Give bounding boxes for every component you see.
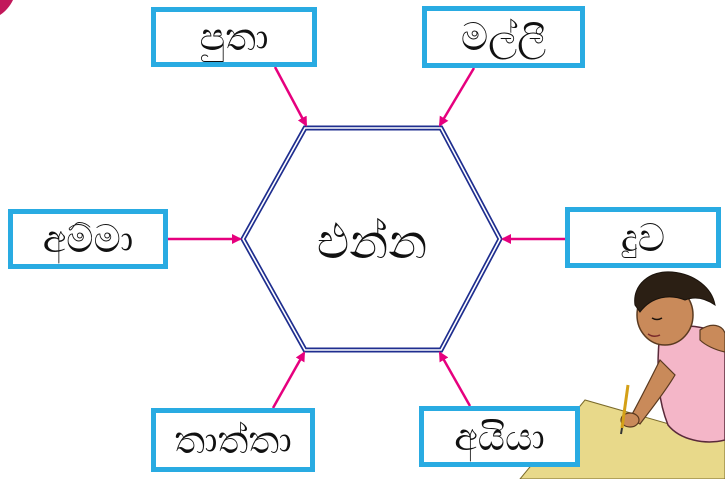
page-curl-decoration xyxy=(0,0,13,15)
word-label-thaththa: තාත්තා xyxy=(174,418,292,462)
word-label-putha: පුතා xyxy=(199,15,269,59)
word-box-duwa: දුව xyxy=(565,207,721,268)
arrow-top-left xyxy=(273,66,308,127)
word-box-aiya: අයියා xyxy=(419,406,580,467)
center-hexagon-inner xyxy=(242,127,501,351)
word-box-putha: පුතා xyxy=(151,7,317,67)
center-word: එන්න xyxy=(316,214,428,270)
word-box-amma: අම්මා xyxy=(8,209,168,269)
word-label-malli: මල්ලී xyxy=(460,15,547,59)
word-label-aiya: අයියා xyxy=(454,414,545,459)
word-box-malli: මල්ලී xyxy=(422,6,585,68)
arrow-bottom-left xyxy=(271,351,306,409)
arrow-bottom-right xyxy=(438,351,472,407)
arrow-top-right xyxy=(438,67,476,127)
word-label-amma: අම්මා xyxy=(42,217,134,261)
word-label-duwa: දුව xyxy=(620,215,666,260)
word-box-thaththa: තාත්තා xyxy=(151,408,315,472)
